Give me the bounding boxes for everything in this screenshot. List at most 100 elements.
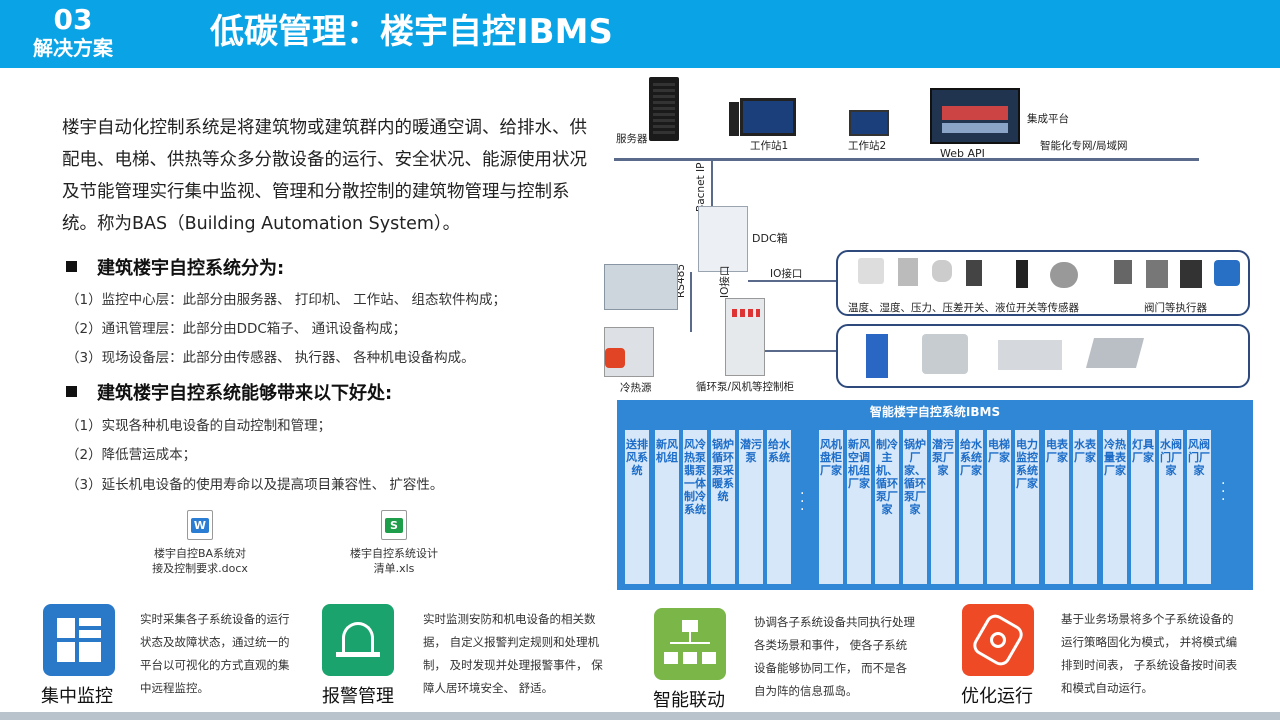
section2-item-2: （2）降低营运成本； xyxy=(66,447,197,463)
cabinet-line xyxy=(765,350,837,352)
subsystem-col: 电梯厂家 xyxy=(987,430,1011,584)
subsystem-col: 风机盘柜厂家 xyxy=(819,430,843,584)
monitor-icon xyxy=(740,98,796,136)
chiller-icon xyxy=(604,264,678,310)
temperature-sensor-icon xyxy=(858,258,884,284)
label-network: 智能化专网/局域网 xyxy=(1040,140,1128,152)
ibms-block: 智能楼宇自控系统IBMS 送排风系统 新风机组 风冷热泵翡泵一体制冷系统 锅炉循… xyxy=(617,400,1253,590)
io-line xyxy=(748,280,836,282)
subsystem-col: 给水系统 xyxy=(767,430,791,584)
intro-paragraph: 楼宇自动化控制系统是将建筑物或建筑群内的暖通空调、给排水、供配电、电梯、供热等众… xyxy=(62,118,587,234)
subsystem-col: 水表厂家 xyxy=(1073,430,1097,584)
feature-label-monitoring: 集中监控 xyxy=(41,686,113,707)
label-server: 服务器 xyxy=(616,133,648,145)
feature-label-alarm: 报警管理 xyxy=(322,686,394,707)
fan-unit-icon xyxy=(922,334,968,374)
subsystem-col: 新风机组 xyxy=(655,430,679,584)
label-bacnet: Bacnet IP xyxy=(695,162,707,212)
feature-label-linkage: 智能联动 xyxy=(653,690,725,711)
file-ba-requirements[interactable]: W 楼宇自控BA系统对 接及控制要求.docx xyxy=(140,510,260,576)
ibms-title: 智能楼宇自控系统IBMS xyxy=(869,405,1001,419)
equipment-panel xyxy=(836,324,1250,388)
optimize-hexagon-icon xyxy=(962,604,1034,676)
feature-desc-monitoring: 实时采集各子系统设备的运行状态及故障状态，通过统一的平台以可视化的方式直观的集中… xyxy=(140,612,290,695)
label-platform: 集成平台 xyxy=(1027,113,1069,125)
subsystem-col: 潜污泵 xyxy=(739,430,763,584)
subsystem-col: 水阀门厂家 xyxy=(1159,430,1183,584)
section-number: 03 xyxy=(53,3,93,36)
section1-item-3: （3）现场设备层：此部分由传感器、 执行器、 各种机电设备构成。 xyxy=(66,350,475,366)
server-rack-icon xyxy=(649,77,679,141)
section-badge: 03 解决方案 xyxy=(18,3,128,61)
air-handler-icon xyxy=(998,340,1062,370)
label-io1: IO接口 xyxy=(770,268,803,280)
subsystem-col: 送排风系统 xyxy=(625,430,649,584)
section2-item-3: （3）延长机电设备的使用寿命以及提高项目兼容性、 扩容性。 xyxy=(66,477,444,493)
damper-actuator-icon xyxy=(1214,260,1240,286)
file-name-line2: 接及控制要求.docx xyxy=(152,562,248,575)
laptop-icon xyxy=(849,110,889,136)
subsystem-col: 风阀门厂家 xyxy=(1187,430,1211,584)
level-switch-icon xyxy=(1016,260,1028,288)
ellipsis-icon: ··· xyxy=(1221,476,1226,508)
label-cabinet: 循环泵/风机等控制柜 xyxy=(696,381,795,393)
fan-coil-icon xyxy=(1085,338,1145,368)
file-name-line1: 楼宇自控系统设计 xyxy=(350,547,438,560)
spreadsheet-file-icon: S xyxy=(381,510,407,540)
page-title: 低碳管理：楼宇自控IBMS xyxy=(210,12,613,52)
label-actuators: 阀门等执行器 xyxy=(1144,302,1207,314)
ibms-architecture-diagram: 服务器 工作站1 工作站2 Web API 集成平台 智能化专网/局域网 Bac… xyxy=(590,72,1280,597)
feature-desc-linkage: 协调各子系统设备共同执行处理各类场景和事件， 使各子系统设备能够协同工作， 而不… xyxy=(754,615,915,698)
boiler-icon xyxy=(604,327,654,377)
feature-desc-optimize: 基于业务场景将多个子系统设备的运行策略固化为模式， 并将模式编排到时间表， 子系… xyxy=(1061,612,1238,695)
subsystem-col: 锅炉循环泵采暖系统 xyxy=(711,430,735,584)
section1-heading: 建筑楼宇自控系统分为: xyxy=(66,254,284,280)
alarm-light-icon xyxy=(322,604,394,676)
control-cabinet-icon xyxy=(725,298,765,376)
linkage-tree-icon xyxy=(654,608,726,680)
subsystem-col: 电表厂家 xyxy=(1045,430,1069,584)
subsystem-col: 风冷热泵翡泵一体制冷系统 xyxy=(683,430,707,584)
label-workstation1: 工作站1 xyxy=(750,140,789,152)
bullet-square-icon xyxy=(66,386,77,397)
bottom-bar xyxy=(0,712,1280,720)
subsystem-col: 制冷主机、循环泵厂家 xyxy=(875,430,899,584)
file-name-line2: 清单.xls xyxy=(373,562,415,575)
ellipsis-icon: ··· xyxy=(800,486,805,518)
pressure-sensor-icon xyxy=(932,260,952,282)
label-sensors: 温度、湿度、压力、压差开关、液位开关等传感器 xyxy=(848,302,1079,314)
header-bar: 03 解决方案 低碳管理：楼宇自控IBMS xyxy=(0,0,1280,68)
word-file-icon: W xyxy=(187,510,213,540)
subsystem-col: 锅炉厂家、循环泵厂家 xyxy=(903,430,927,584)
label-web-api: Web API xyxy=(940,147,985,160)
flow-sensor-icon xyxy=(1050,262,1078,288)
bullet-square-icon xyxy=(66,261,77,272)
network-drop xyxy=(711,161,713,206)
label-io2: IO接口 xyxy=(719,265,731,298)
pc-tower-icon xyxy=(729,102,739,136)
network-line xyxy=(614,158,1199,161)
label-ddc: DDC箱 xyxy=(752,232,788,245)
file-design-list[interactable]: S 楼宇自控系统设计 清单.xls xyxy=(334,510,454,576)
section1-item-1: （1）监控中心层：此部分由服务器、 打印机、 工作站、 组态软件构成； xyxy=(66,292,506,308)
pressure-switch-icon xyxy=(966,260,982,286)
ddc-box-icon xyxy=(698,206,748,272)
subsystem-col: 冷热量表厂家 xyxy=(1103,430,1127,584)
subsystem-col: 给水系统厂家 xyxy=(959,430,983,584)
rs485-line xyxy=(690,272,692,332)
feature-desc-alarm: 实时监测安防和机电设备的相关数据， 自定义报警判定规则和处理机制， 及时发现并处… xyxy=(423,612,603,695)
section2-heading-text: 建筑楼宇自控系统能够带来以下好处: xyxy=(97,383,393,404)
valve-icon xyxy=(1146,260,1168,288)
section2-item-1: （1）实现各种机电设备的自动控制和管理； xyxy=(66,418,332,434)
subsystem-col: 电力监控系统厂家 xyxy=(1015,430,1039,584)
sensor-panel: 温度、湿度、压力、压差开关、液位开关等传感器 阀门等执行器 xyxy=(836,250,1250,316)
section1-item-2: （2）通讯管理层：此部分由DDC箱子、 通讯设备构成； xyxy=(66,321,407,337)
feature-label-optimize: 优化运行 xyxy=(961,686,1033,707)
valve-actuator-icon xyxy=(1180,260,1202,288)
section1-heading-text: 建筑楼宇自控系统分为: xyxy=(97,258,285,279)
pump-icon xyxy=(866,334,888,378)
sensor-icon xyxy=(1114,260,1132,284)
humidity-sensor-icon xyxy=(898,258,918,286)
subsystem-col: 灯具厂家 xyxy=(1131,430,1155,584)
platform-screen-icon xyxy=(930,88,1020,144)
